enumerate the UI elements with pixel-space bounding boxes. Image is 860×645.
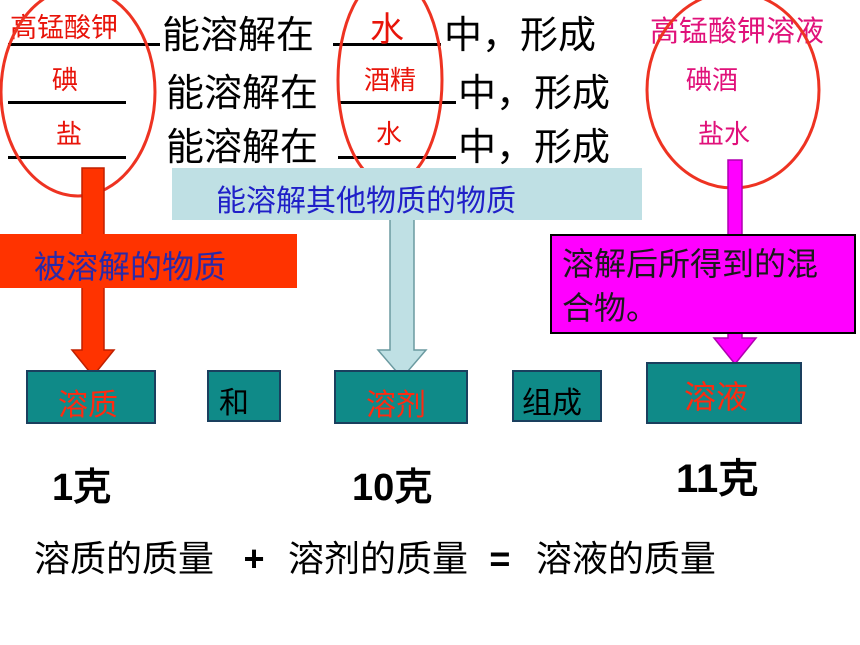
solvent-mass: 10克: [352, 467, 433, 509]
solution-answer-1: 高锰酸钾溶液: [650, 14, 825, 48]
sentence-dissolve-3: 能溶解在: [166, 125, 319, 169]
solvent-arrow: [376, 213, 428, 380]
solvent-answer-3: 水: [376, 120, 403, 150]
solvent-answer-1: 水: [370, 10, 404, 50]
solute-definition-banner: 被溶解的物质: [0, 234, 297, 288]
solute-ellipse: [0, 0, 157, 198]
mass-equation: 溶质的质量 + 溶剂的质量 = 溶液的质量: [34, 530, 716, 582]
solvent-ellipse: [336, 0, 444, 186]
equation-plus: +: [243, 538, 265, 579]
solute-mass: 1克: [52, 467, 112, 509]
sentence-dissolve-2: 能溶解在: [166, 71, 319, 115]
solution-definition-text: 溶解后所得到的混合物。: [562, 245, 819, 327]
solute-answer-2: 碘: [52, 66, 79, 96]
solution-answer-3: 盐水: [698, 120, 751, 150]
equation-solution-mass: 溶液的质量: [535, 539, 716, 580]
blank-underline: [8, 43, 160, 46]
solvent-definition-banner: 能溶解其他物质的物质: [172, 168, 642, 220]
blank-underline: [338, 101, 456, 104]
sentence-form-3: 中，形成: [458, 125, 611, 169]
compose-box-label: 组成: [522, 386, 582, 421]
solution-box-label: 溶液: [684, 378, 749, 416]
sentence-form-2: 中，形成: [458, 71, 611, 115]
sentence-dissolve-1: 能溶解在: [162, 13, 315, 57]
blank-underline: [338, 156, 456, 159]
solvent-definition-text: 能溶解其他物质的物质: [216, 184, 516, 219]
solute-answer-1: 高锰酸钾: [10, 13, 118, 44]
equation-solute-mass: 溶质的质量: [34, 539, 215, 580]
solution-answer-2: 碘酒: [686, 66, 739, 96]
compose-box: 组成: [512, 370, 602, 422]
blank-underline: [8, 156, 126, 159]
solvent-answer-2: 酒精: [364, 66, 417, 96]
solution-box: 溶液: [646, 362, 802, 424]
solvent-box: 溶剂: [334, 370, 468, 424]
blank-underline: [8, 101, 126, 104]
and-box-label: 和: [219, 386, 249, 421]
equation-equals: =: [489, 538, 511, 579]
solution-definition-box: 溶解后所得到的混合物。: [550, 234, 856, 334]
solute-answer-3: 盐: [56, 120, 83, 150]
solute-box-label: 溶质: [58, 388, 118, 423]
equation-solvent-mass: 溶剂的质量: [287, 539, 468, 580]
solution-mass: 11克: [676, 457, 759, 501]
solute-box: 溶质: [26, 370, 156, 424]
solute-definition-text: 被溶解的物质: [34, 248, 227, 286]
solvent-box-label: 溶剂: [366, 388, 426, 423]
and-box: 和: [207, 370, 281, 422]
blank-underline: [333, 43, 441, 46]
sentence-form-1: 中，形成: [444, 13, 597, 57]
